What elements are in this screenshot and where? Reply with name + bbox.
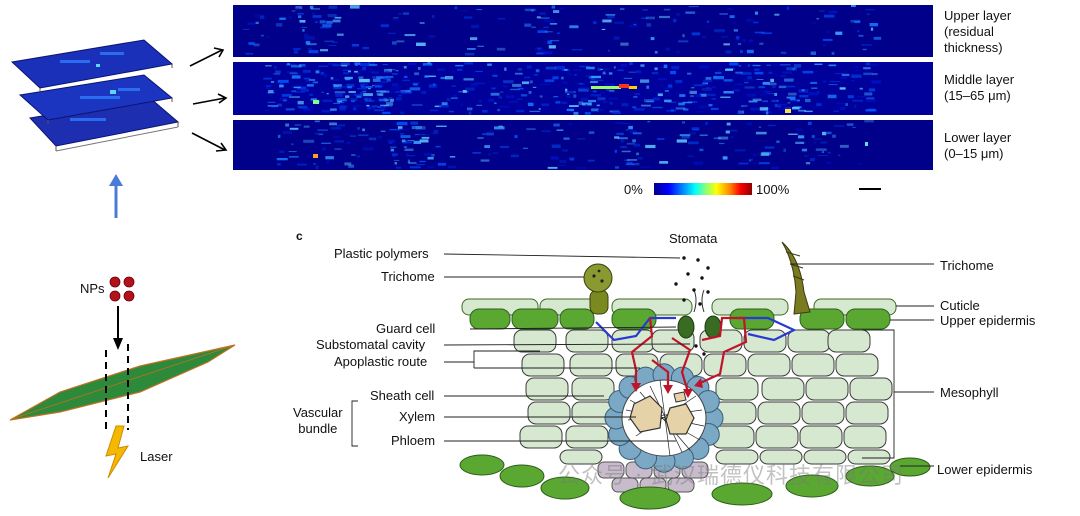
- right-leader-lines: [790, 263, 934, 467]
- apoplastic-route-label: Apoplastic route: [334, 354, 428, 369]
- phloem-label: Phloem: [391, 433, 436, 448]
- panel-label-c: c: [296, 229, 303, 243]
- lower-epidermis-label: Lower epidermis: [937, 462, 1033, 477]
- middle-layer-label-line1: Middle layer: [944, 72, 1015, 87]
- guard-cells: [677, 315, 722, 339]
- nanoparticles-icon: [109, 276, 135, 302]
- lower-epidermis-cells: [459, 454, 931, 510]
- left-schematic: [9, 39, 236, 479]
- xylem-label: Xylem: [399, 409, 436, 424]
- substomatal-cavity-label: Substomatal cavity: [316, 337, 426, 352]
- vascular-bundle-line2: bundle: [298, 421, 338, 436]
- up-arrow-icon: [109, 174, 123, 218]
- plastic-polymer-dots: [674, 256, 710, 356]
- heatmap-upper-canvas: [233, 5, 933, 57]
- trichome-right-icon: [781, 241, 811, 315]
- heatmap-upper: [233, 5, 933, 57]
- trichome-left-label: Trichome: [381, 269, 435, 284]
- left-leader-lines: [351, 253, 691, 447]
- middle-layer-label: Middle layer (15–65 μm): [944, 72, 1014, 104]
- cuticle-label: Cuticle: [940, 298, 980, 313]
- heatmap-middle-canvas: [233, 62, 933, 115]
- middle-layer-label-line2: (15–65 μm): [944, 88, 1011, 103]
- trichome-right-label: Trichome: [940, 258, 994, 273]
- guard-cell-label: Guard cell: [376, 321, 436, 336]
- heatmap-middle: [233, 62, 933, 115]
- upper-layer-label-line3: thickness): [944, 40, 1003, 55]
- colorbar: [654, 183, 752, 195]
- mesophyll-label: Mesophyll: [940, 385, 999, 400]
- vascular-bundle-line1: Vascular: [293, 405, 343, 420]
- plastic-polymers-label: Plastic polymers: [334, 246, 429, 261]
- upper-layer-label-line2: (residual: [944, 24, 994, 39]
- upper-epidermis-label: Upper epidermis: [940, 313, 1036, 328]
- upper-layer-label-line1: Upper layer: [944, 8, 1012, 23]
- upper-layer-label: Upper layer (residual thickness): [944, 8, 1011, 56]
- laser-bolt-icon: [105, 425, 130, 479]
- lower-layer-label-line2: (0–15 μm): [944, 146, 1004, 161]
- heatmap-lower-canvas: [233, 120, 933, 170]
- vascular-core: [621, 379, 707, 457]
- vascular-bundle-label: Vascular bundle: [293, 405, 343, 437]
- stomata-label: Stomata: [669, 231, 718, 246]
- stacked-layers-icon: [10, 39, 180, 152]
- lower-layer-label-line1: Lower layer: [944, 130, 1012, 145]
- layer-arrows: [189, 47, 228, 152]
- scale-bar: [859, 188, 881, 190]
- nps-label: NPs: [80, 281, 105, 296]
- colorbar-min-label: 0%: [624, 182, 643, 197]
- sheath-cell-label: Sheath cell: [370, 388, 435, 403]
- heatmap-lower: [233, 120, 933, 170]
- lower-layer-label: Lower layer (0–15 μm): [944, 130, 1011, 162]
- laser-label: Laser: [140, 449, 173, 464]
- watermark: 公众号 · 武汉瑞德仪科技有限公司: [558, 464, 904, 489]
- apoplastic-route: [595, 316, 797, 393]
- trichome-left-icon: [583, 263, 613, 315]
- colorbar-max-label: 100%: [756, 182, 790, 197]
